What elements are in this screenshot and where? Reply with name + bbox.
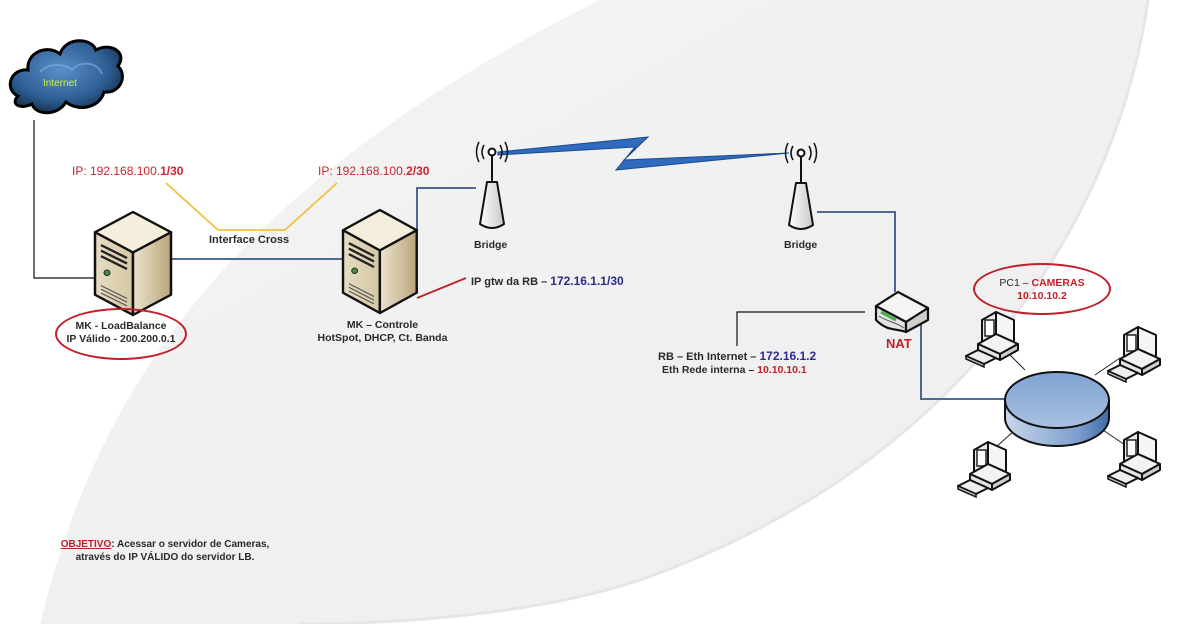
pc1-ip: 10.10.10.2 — [1017, 290, 1067, 302]
workstation-icon[interactable] — [1107, 326, 1161, 383]
rb-eth-lan-label: Eth Rede interna – 10.10.10.1 — [662, 364, 807, 376]
workstation-icon[interactable] — [1107, 431, 1161, 488]
bridge-right-label: Bridge — [784, 239, 818, 251]
internet-label: Internet — [43, 78, 77, 89]
ip-ctrl-prefix: IP: 192.168.100. — [318, 164, 407, 178]
workstation-icon[interactable] — [957, 441, 1011, 498]
nat-to-hub-link — [920, 322, 1005, 400]
ip-lb-label: IP: 192.168.100.1/30 — [72, 164, 183, 178]
rb-eth-internet-prefix: RB – Eth Internet – — [658, 351, 760, 363]
interface-cross-cable — [165, 182, 338, 231]
lb-server-label: MK - LoadBalance IP Válido - 200.200.0.1 — [66, 320, 176, 346]
ip-ctrl-label: IP: 192.168.100.2/30 — [318, 164, 429, 178]
ip-lb-suffix: 1/30 — [160, 164, 184, 178]
nat-router-icon[interactable] — [874, 290, 930, 334]
lb-server-name: MK - LoadBalance — [75, 320, 167, 332]
control-server-label: MK – Controle HotSpot, DHCP, Ct. Banda — [300, 319, 465, 345]
background-swoosh-edge — [299, 0, 1150, 624]
hub-pc-link — [1094, 357, 1121, 376]
cloud-icon — [8, 39, 124, 115]
lb-server-ip: IP Válido - 200.200.0.1 — [66, 333, 176, 345]
gateway-prefix: IP gtw da RB – — [471, 276, 551, 288]
rb-eth-internet-label: RB – Eth Internet – 172.16.1.2 — [658, 349, 816, 363]
ip-ctrl-suffix: 2/30 — [406, 164, 430, 178]
lb-highlight-ellipse — [55, 308, 187, 360]
objective-line1: : Acessar o servidor de Cameras, — [111, 539, 270, 550]
wireless-link-icon — [497, 136, 790, 171]
control-server-services: HotSpot, DHCP, Ct. Banda — [317, 332, 448, 344]
objective-line2: através do IP VÁLIDO do servidor LB. — [75, 552, 255, 563]
lan-hub-icon[interactable] — [1004, 371, 1110, 447]
bridge-left-label: Bridge — [474, 239, 508, 251]
rb-label-pointer-line — [736, 311, 865, 346]
rb-eth-lan-ip: 10.10.10.1 — [757, 364, 807, 376]
gateway-label: IP gtw da RB – 172.16.1.1/30 — [471, 274, 624, 288]
bridge-to-nat-link — [817, 211, 896, 292]
gateway-pointer-line — [416, 277, 467, 299]
control-server-name: MK – Controle — [346, 319, 419, 331]
pc1-highlight-ellipse — [973, 263, 1111, 315]
rb-eth-internet-ip: 172.16.1.2 — [759, 349, 817, 363]
gateway-ip: 172.16.1.1/30 — [550, 274, 624, 288]
control-to-bridge-link — [416, 187, 476, 230]
pc1-name: CAMERAS — [1031, 277, 1085, 289]
ip-lb-prefix: IP: 192.168.100. — [72, 164, 161, 178]
internet-to-lb-link — [33, 120, 95, 279]
rb-eth-lan-prefix: Eth Rede interna – — [662, 364, 758, 376]
interface-cross-label: Interface Cross — [209, 234, 290, 246]
objective-note: OBJETIVO: Acessar o servidor de Cameras,… — [40, 538, 290, 564]
objective-title: OBJETIVO — [60, 539, 112, 550]
pc1-prefix: PC1 – — [999, 277, 1032, 289]
control-server-icon[interactable] — [341, 208, 418, 315]
pc1-label: PC1 – CAMERAS 10.10.10.2 — [980, 277, 1104, 303]
background-swoosh — [40, 0, 1148, 624]
lb-server-icon[interactable] — [93, 210, 173, 317]
nat-label: NAT — [886, 336, 912, 351]
